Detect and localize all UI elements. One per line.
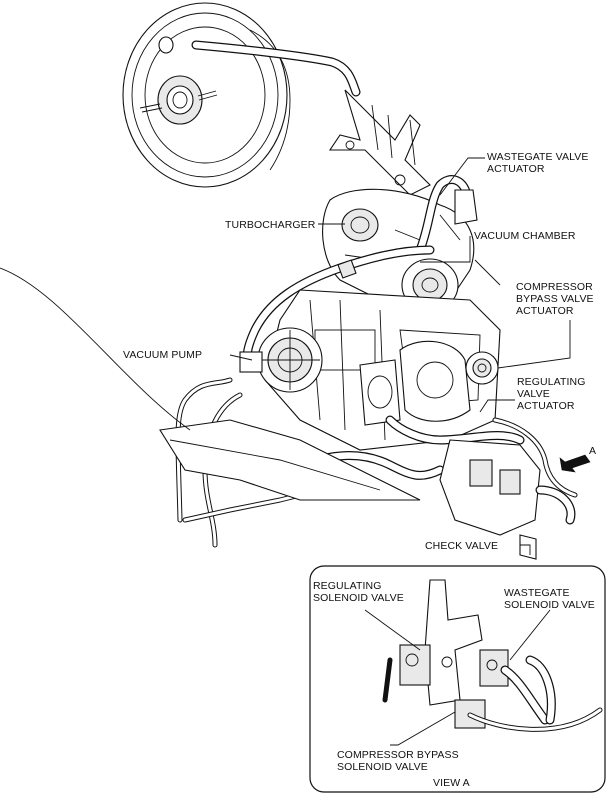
brake-booster — [122, 2, 291, 188]
label-compressor-bypass-valve-actuator: COMPRESSOR BYPASS VALVE ACTUATOR — [516, 281, 594, 317]
solenoid-cluster — [439, 439, 576, 560]
label-vacuum-pump: VACUUM PUMP — [123, 349, 203, 361]
label-check-valve: CHECK VALVE — [425, 540, 499, 552]
label-view-a: VIEW A — [433, 777, 470, 789]
label-wastegate-solenoid-valve: WASTEGATE SOLENOID VALVE — [504, 587, 595, 611]
view-a-arrow — [559, 454, 591, 473]
leader-lines — [229, 157, 571, 555]
vacuum-chamber — [399, 340, 471, 422]
heat-shield — [0, 267, 421, 501]
label-wastegate-valve-actuator: WASTEGATE VALVE ACTUATOR — [487, 151, 589, 175]
regulating-valve-actuator — [359, 359, 401, 426]
view-a-panel — [309, 565, 606, 793]
label-turbocharger: TURBOCHARGER — [225, 219, 316, 231]
label-view-arrow-a: A — [589, 445, 597, 457]
compressor-bypass-actuator — [465, 351, 499, 385]
vacuum-pump-hose — [242, 245, 435, 365]
mounting-bracket — [328, 89, 431, 196]
vacuum-pump — [239, 327, 323, 393]
label-regulating-valve-actuator: REGULATING VALVE ACTUATOR — [517, 376, 586, 412]
wastegate-actuator-hose — [415, 175, 478, 255]
label-compressor-bypass-solenoid-valve: COMPRESSOR BYPASS SOLENOID VALVE — [337, 749, 459, 773]
booster-hose — [191, 40, 361, 97]
label-vacuum-chamber: VACUUM CHAMBER — [474, 230, 576, 242]
label-regulating-solenoid-valve: REGULATING SOLENOID VALVE — [313, 580, 404, 604]
